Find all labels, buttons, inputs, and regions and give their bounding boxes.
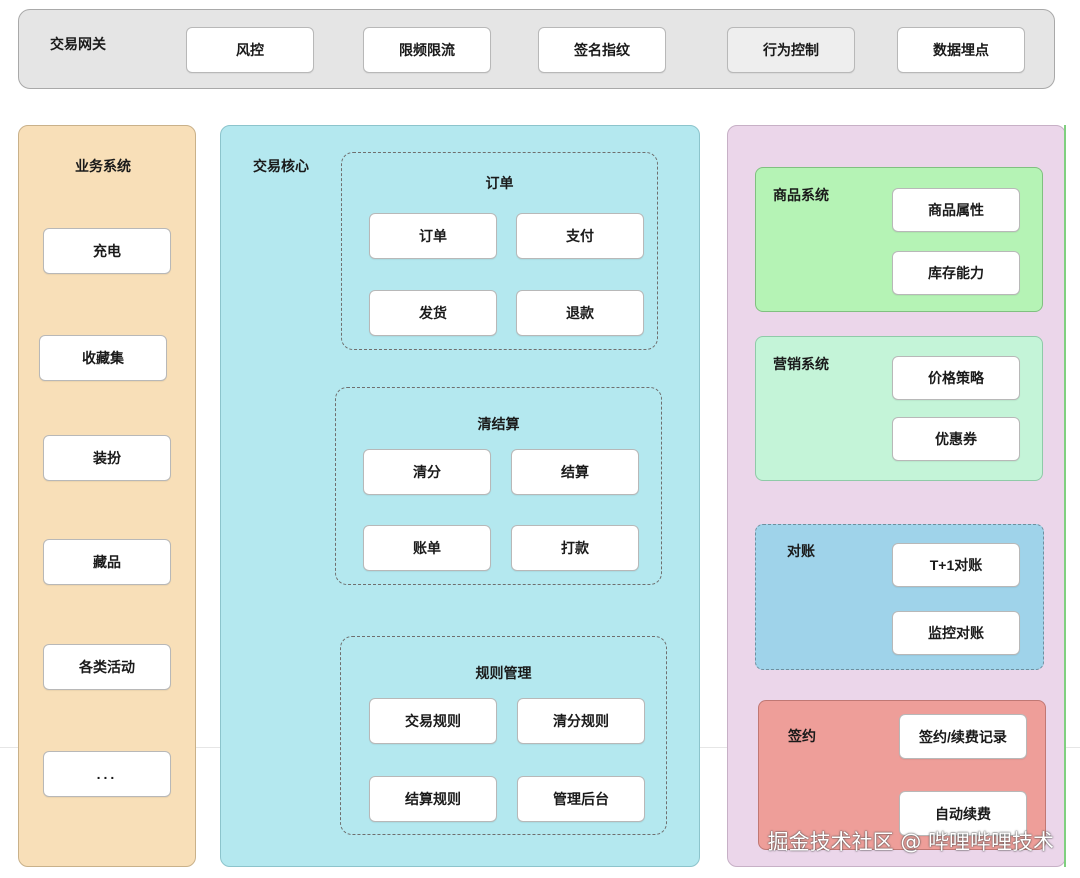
marketing-item-pricing[interactable]: 价格策略 xyxy=(892,356,1020,400)
rules-item-trade-rules[interactable]: 交易规则 xyxy=(369,698,497,744)
rules-group: 规则管理 交易规则 清分规则 结算规则 管理后台 xyxy=(340,636,667,835)
reconciliation-item-t1[interactable]: T+1对账 xyxy=(892,543,1020,587)
marketing-system-title: 营销系统 xyxy=(773,356,829,372)
settlement-item-clearing[interactable]: 清分 xyxy=(363,449,491,495)
marketing-item-coupon[interactable]: 优惠券 xyxy=(892,417,1020,461)
core-panel: 交易核心 订单 订单 支付 发货 退款 清结算 清分 结算 账单 打款 规则管理… xyxy=(220,125,700,867)
business-panel: 业务系统 充电 收藏集 装扮 藏品 各类活动 ... xyxy=(18,125,196,867)
business-item-collectible[interactable]: 藏品 xyxy=(43,539,171,585)
gateway-title: 交易网关 xyxy=(50,36,106,52)
contract-item-auto-renew[interactable]: 自动续费 xyxy=(899,791,1027,836)
business-item-activities[interactable]: 各类活动 xyxy=(43,644,171,690)
product-system: 商品系统 商品属性 库存能力 xyxy=(755,167,1043,312)
settlement-item-payout[interactable]: 打款 xyxy=(511,525,639,571)
gateway-panel: 交易网关 风控 限频限流 签名指纹 行为控制 数据埋点 xyxy=(18,9,1055,89)
business-item-more[interactable]: ... xyxy=(43,751,171,797)
reconciliation-title: 对账 xyxy=(787,543,815,559)
order-item-order[interactable]: 订单 xyxy=(369,213,497,259)
gateway-item-rate-limit[interactable]: 限频限流 xyxy=(363,27,491,73)
settlement-item-bill[interactable]: 账单 xyxy=(363,525,491,571)
support-panel: 商品系统 商品属性 库存能力 营销系统 价格策略 优惠券 对账 T+1对账 监控… xyxy=(727,125,1066,867)
watermark-text: 掘金技术社区 @ 哔哩哔哩技术 xyxy=(767,830,1054,854)
gateway-item-signature[interactable]: 签名指纹 xyxy=(538,27,666,73)
business-item-dress-up[interactable]: 装扮 xyxy=(43,435,171,481)
rules-group-title: 规则管理 xyxy=(475,665,532,681)
rules-item-admin-console[interactable]: 管理后台 xyxy=(517,776,645,822)
order-item-shipping[interactable]: 发货 xyxy=(369,290,497,336)
order-item-refund[interactable]: 退款 xyxy=(516,290,644,336)
product-system-title: 商品系统 xyxy=(773,187,829,203)
business-item-collection[interactable]: 收藏集 xyxy=(39,335,167,381)
settlement-item-settlement[interactable]: 结算 xyxy=(511,449,639,495)
reconciliation-system: 对账 T+1对账 监控对账 xyxy=(755,524,1044,670)
rules-item-settlement-rules[interactable]: 结算规则 xyxy=(369,776,497,822)
order-group-title: 订单 xyxy=(485,175,514,191)
core-title: 交易核心 xyxy=(253,158,309,174)
order-group: 订单 订单 支付 发货 退款 xyxy=(341,152,658,350)
gateway-item-behavior-control[interactable]: 行为控制 xyxy=(727,27,855,73)
settlement-group-title: 清结算 xyxy=(477,416,520,432)
settlement-group: 清结算 清分 结算 账单 打款 xyxy=(335,387,662,585)
gateway-item-risk-control[interactable]: 风控 xyxy=(186,27,314,73)
business-title: 业务系统 xyxy=(75,158,131,174)
order-item-payment[interactable]: 支付 xyxy=(516,213,644,259)
product-item-inventory[interactable]: 库存能力 xyxy=(892,251,1020,295)
gateway-item-tracking[interactable]: 数据埋点 xyxy=(897,27,1025,73)
marketing-system: 营销系统 价格策略 优惠券 xyxy=(755,336,1043,481)
contract-system: 签约 签约/续费记录 自动续费 xyxy=(758,700,1046,850)
right-edge-line xyxy=(1064,125,1066,867)
contract-item-records[interactable]: 签约/续费记录 xyxy=(899,714,1027,759)
rules-item-clearing-rules[interactable]: 清分规则 xyxy=(517,698,645,744)
business-item-charge[interactable]: 充电 xyxy=(43,228,171,274)
contract-title: 签约 xyxy=(788,728,816,744)
reconciliation-item-monitor[interactable]: 监控对账 xyxy=(892,611,1020,655)
product-item-attributes[interactable]: 商品属性 xyxy=(892,188,1020,232)
